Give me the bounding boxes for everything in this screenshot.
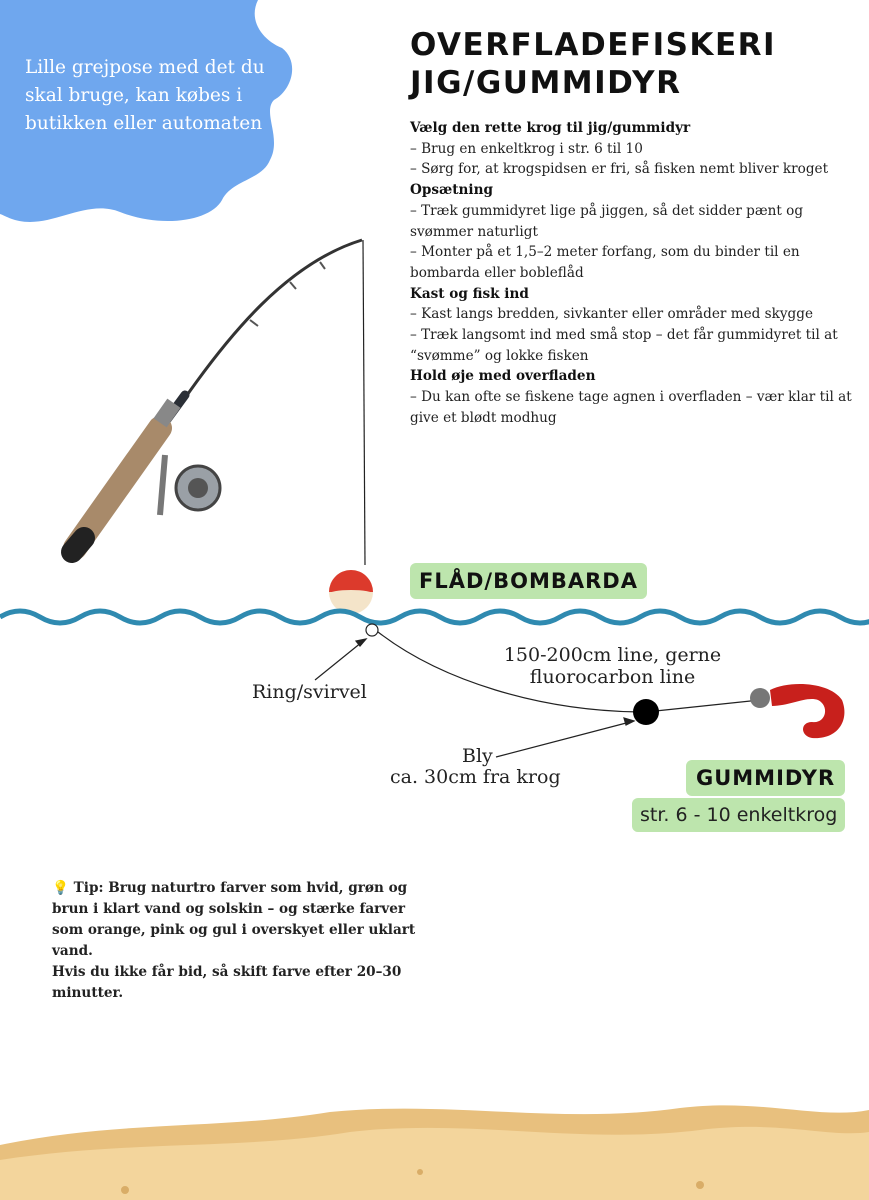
list-item: – Træk gummidyret lige på jiggen, så det… — [410, 202, 804, 240]
swivel-ring — [365, 623, 379, 637]
list-item: – Sørg for, at krogspidsen er fri, så fi… — [410, 161, 829, 178]
rubber-lure — [750, 684, 845, 739]
lure-label: GUMMIDYR — [686, 760, 846, 796]
line-label-1: 150-200cm line, gerne — [503, 644, 722, 666]
sinker-label: Bly — [462, 745, 493, 767]
section-heading: Hold øje med overfladen — [410, 368, 596, 385]
line-label-2: fluorocarbon line — [529, 666, 696, 688]
list-item: – Brug en enkeltkrog i str. 6 til 10 — [410, 140, 643, 157]
bag-note-cloud — [0, 0, 293, 222]
list-item: – Træk langsomt ind med små stop – det f… — [410, 327, 838, 364]
float-label: FLÅD/BOMBARDA — [410, 563, 647, 599]
lightbulb-icon: 💡 — [52, 880, 69, 896]
sinker — [633, 699, 659, 725]
list-item: – Kast langs bredden, sivkanter eller om… — [410, 306, 814, 323]
ring-arrow — [314, 638, 368, 681]
section-heading: Vælg den rette krog til jig/gummidyr — [410, 120, 691, 136]
bag-note: Lille grejpose med det du skal bruge, ka… — [25, 57, 265, 134]
title-line-2: JIG/GUMMIDYR — [410, 65, 682, 101]
leader-line — [377, 631, 761, 713]
list-item: – Du kan ofte se fiskene tage agnen i ov… — [410, 389, 852, 426]
page-title: OVERFLADEFISKERI JIG/GUMMIDYR — [410, 26, 776, 102]
sinker-arrow — [495, 717, 636, 758]
instructions: Vælg den rette krog til jig/gummidyr – B… — [410, 118, 860, 429]
fishing-rod — [61, 238, 363, 563]
tip-text: Tip: Brug naturtro farver som hvid, grøn… — [52, 880, 416, 959]
ring-label: Ring/svirvel — [252, 681, 367, 703]
fishing-line-vertical — [362, 239, 366, 566]
title-line-1: OVERFLADEFISKERI — [410, 27, 777, 63]
tip-box: 💡 Tip: Brug naturtro farver som hvid, gr… — [52, 878, 437, 1004]
water-surface — [0, 608, 869, 626]
tip-text-2: Hvis du ikke får bid, så skift farve eft… — [52, 964, 402, 1001]
list-item: – Monter på et 1,5–2 meter forfang, som … — [410, 244, 800, 281]
float-bobber — [329, 570, 373, 614]
section-heading: Kast og fisk ind — [410, 285, 529, 302]
hook-size-label: str. 6 - 10 enkeltkrog — [632, 798, 846, 832]
section-heading: Opsætning — [410, 182, 493, 199]
line-label: 150-200cm line, gerne fluorocarbon line — [490, 644, 735, 688]
sinker-distance-label: ca. 30cm fra krog — [390, 766, 561, 788]
sand-beach — [0, 1105, 869, 1200]
